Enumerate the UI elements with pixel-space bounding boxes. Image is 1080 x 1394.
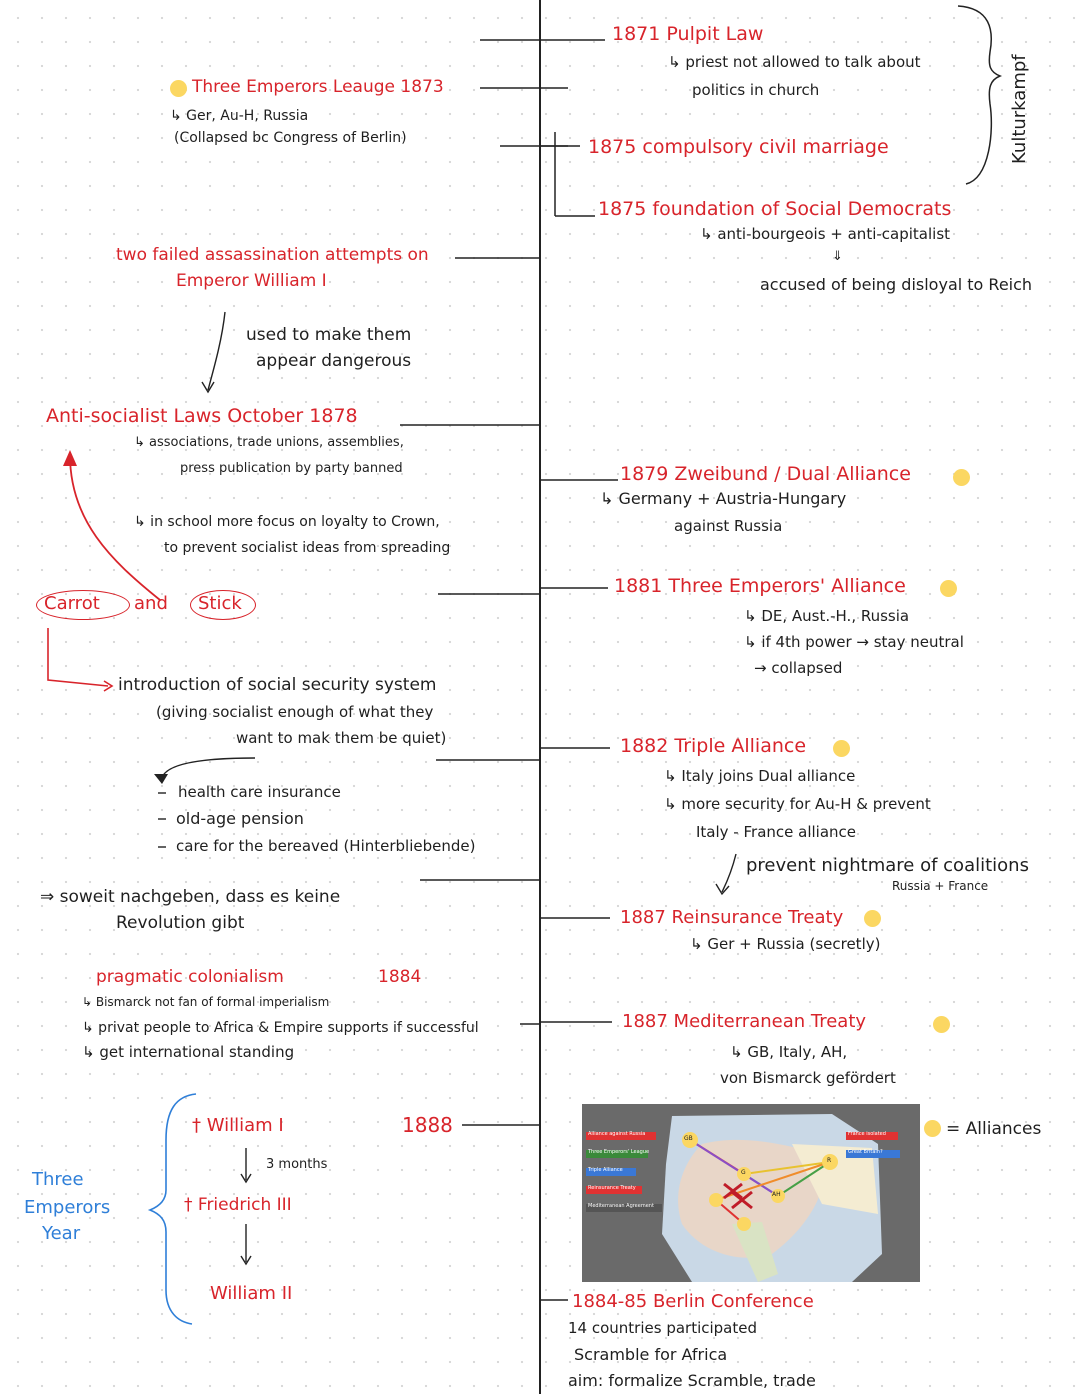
triple-alliance-heading: 1882 Triple Alliance xyxy=(620,735,807,757)
colonialism-note-2: ↳ privat people to Africa & Empire suppo… xyxy=(82,1020,479,1036)
civil-marriage-heading: 1875 compulsory civil marriage xyxy=(588,136,889,158)
three-alliance-note-1: ↳ DE, Aust.-H., Russia xyxy=(744,607,910,625)
triple-note-1: ↳ Italy joins Dual alliance xyxy=(664,767,856,785)
stick-circle xyxy=(190,590,256,620)
and-label: and xyxy=(134,593,168,614)
dual-alliance-heading: 1879 Zweibund / Dual Alliance xyxy=(620,463,911,485)
emperor-william-ii: William II xyxy=(210,1283,293,1304)
alliance-map-image: Alliance against Russia Three Emperors' … xyxy=(582,1104,920,1282)
anti-socialist-heading: Anti-socialist Laws October 1878 xyxy=(46,405,358,427)
berlin-note-3: aim: formalize Scramble, trade xyxy=(568,1371,816,1390)
alliance-dot xyxy=(940,580,957,597)
berlin-conference-heading: 1884-85 Berlin Conference xyxy=(572,1291,814,1312)
socdem-note-2: accused of being disloyal to Reich xyxy=(760,275,1033,294)
carrot-circle xyxy=(36,590,130,620)
berlin-note-2: Scramble for Africa xyxy=(574,1345,728,1364)
three-months: 3 months xyxy=(266,1157,328,1172)
assassination-line-2: Emperor William I xyxy=(176,271,327,291)
pulpit-note-1: ↳ priest not allowed to talk about xyxy=(668,53,921,71)
anti-socialist-note-4: to prevent socialist ideas from spreadin… xyxy=(164,540,451,556)
pulpit-note-2: politics in church xyxy=(692,81,820,99)
three-emperors-league-heading: Three Emperors Leauge 1873 xyxy=(192,77,444,97)
legend-dot xyxy=(924,1120,941,1137)
socdem-note-1: ↳ anti-bourgeois + anti-capitalist xyxy=(700,225,951,243)
social-democrats-heading: 1875 foundation of Social Democrats xyxy=(598,198,952,220)
anti-socialist-note-1: ↳ associations, trade unions, assemblies… xyxy=(134,435,404,450)
three-emperors-year-line-3: Year xyxy=(42,1223,81,1244)
anti-socialist-note-3: ↳ in school more focus on loyalty to Cro… xyxy=(134,514,440,530)
map-label-3: Reinsurance Treaty xyxy=(588,1185,636,1191)
triple-note-3: Italy - France alliance xyxy=(696,823,857,841)
alliance-dot xyxy=(864,910,881,927)
three-emperors-alliance-heading: 1881 Three Emperors' Alliance xyxy=(614,575,906,597)
legend-alliances: = Alliances xyxy=(946,1119,1042,1139)
three-emperors-year-line-2: Emperors xyxy=(24,1197,111,1218)
map-label-5: France isolated xyxy=(848,1131,886,1137)
anti-socialist-note-2: press publication by party banned xyxy=(180,461,403,476)
emperor-friedrich-iii: † Friedrich III xyxy=(184,1195,292,1215)
pulpit-law-heading: 1871 Pulpit Law xyxy=(612,23,764,45)
assassination-line-1: two failed assassination attempts on xyxy=(116,245,429,265)
socdem-arrow: ⇓ xyxy=(832,249,843,264)
reinsurance-note-1: ↳ Ger + Russia (secretly) xyxy=(690,935,881,953)
security-item-2: old-age pension xyxy=(176,809,304,828)
triple-note-4: prevent nightmare of coalitions xyxy=(746,855,1029,876)
map-node-g: G xyxy=(741,1169,746,1176)
mediterranean-note-1: ↳ GB, Italy, AH, xyxy=(730,1043,848,1061)
map-svg xyxy=(582,1104,920,1282)
mediterranean-note-2: von Bismarck gefördert xyxy=(720,1069,896,1087)
map-node-ah: AH xyxy=(772,1191,781,1198)
emperor-william-i: † William I xyxy=(192,1115,284,1136)
map-label-6: Great Britain? xyxy=(848,1149,883,1155)
used-line-2: appear dangerous xyxy=(256,351,412,371)
security-line-3: want to mak them be quiet) xyxy=(236,729,447,747)
year-1888: 1888 xyxy=(402,1113,453,1137)
triple-note-5: Russia + France xyxy=(892,879,989,893)
three-alliance-note-2: ↳ if 4th power → stay neutral xyxy=(744,633,964,651)
colonialism-note-3: ↳ get international standing xyxy=(82,1043,295,1061)
dual-note-2: against Russia xyxy=(674,517,783,535)
alliance-dot xyxy=(833,740,850,757)
map-node-r: R xyxy=(827,1157,832,1164)
triple-note-2: ↳ more security for Au-H & prevent xyxy=(664,795,931,813)
carrot-label: Carrot xyxy=(44,593,100,614)
three-emperors-year-line-1: Three xyxy=(32,1169,84,1190)
security-line-1: introduction of social security system xyxy=(118,675,437,695)
colonialism-year: 1884 xyxy=(378,967,422,987)
alliance-dot xyxy=(933,1016,950,1033)
map-label-0: Alliance against Russia xyxy=(588,1131,646,1137)
colonialism-title: pragmatic colonialism xyxy=(96,967,284,987)
used-line-1: used to make them xyxy=(246,325,412,345)
map-node-gb: GB xyxy=(684,1135,693,1142)
three-alliance-note-3: → collapsed xyxy=(754,659,843,677)
map-label-4: Mediterranean Agreement xyxy=(588,1203,654,1209)
reinsurance-heading: 1887 Reinsurance Treaty xyxy=(620,907,844,928)
alliance-dot xyxy=(953,469,970,486)
league-note-2: (Collapsed bc Congress of Berlin) xyxy=(174,130,407,146)
berlin-note-1: 14 countries participated xyxy=(568,1319,758,1337)
soweit-line-2: Revolution gibt xyxy=(116,913,245,933)
security-item-3: care for the bereaved (Hinterbliebende) xyxy=(176,837,476,855)
security-item-1: health care insurance xyxy=(178,783,341,801)
security-line-2: (giving socialist enough of what they xyxy=(156,703,434,721)
stick-label: Stick xyxy=(198,593,242,614)
emperors-brace xyxy=(147,1093,197,1325)
map-label-2: Triple Alliance xyxy=(588,1167,623,1173)
soweit-line-1: ⇒ soweit nachgeben, dass es keine xyxy=(40,887,341,907)
kulturkampf-brace xyxy=(957,5,1003,185)
league-note-1: ↳ Ger, Au-H, Russia xyxy=(170,108,309,124)
mediterranean-heading: 1887 Mediterranean Treaty xyxy=(622,1011,867,1032)
kulturkampf-label: Kulturkampf xyxy=(1009,54,1030,164)
alliance-dot xyxy=(170,80,187,97)
dual-note-1: ↳ Germany + Austria-Hungary xyxy=(600,489,847,508)
map-label-1: Three Emperors' League xyxy=(588,1149,650,1155)
colonialism-note-1: ↳ Bismarck not fan of formal imperialism xyxy=(82,995,330,1009)
